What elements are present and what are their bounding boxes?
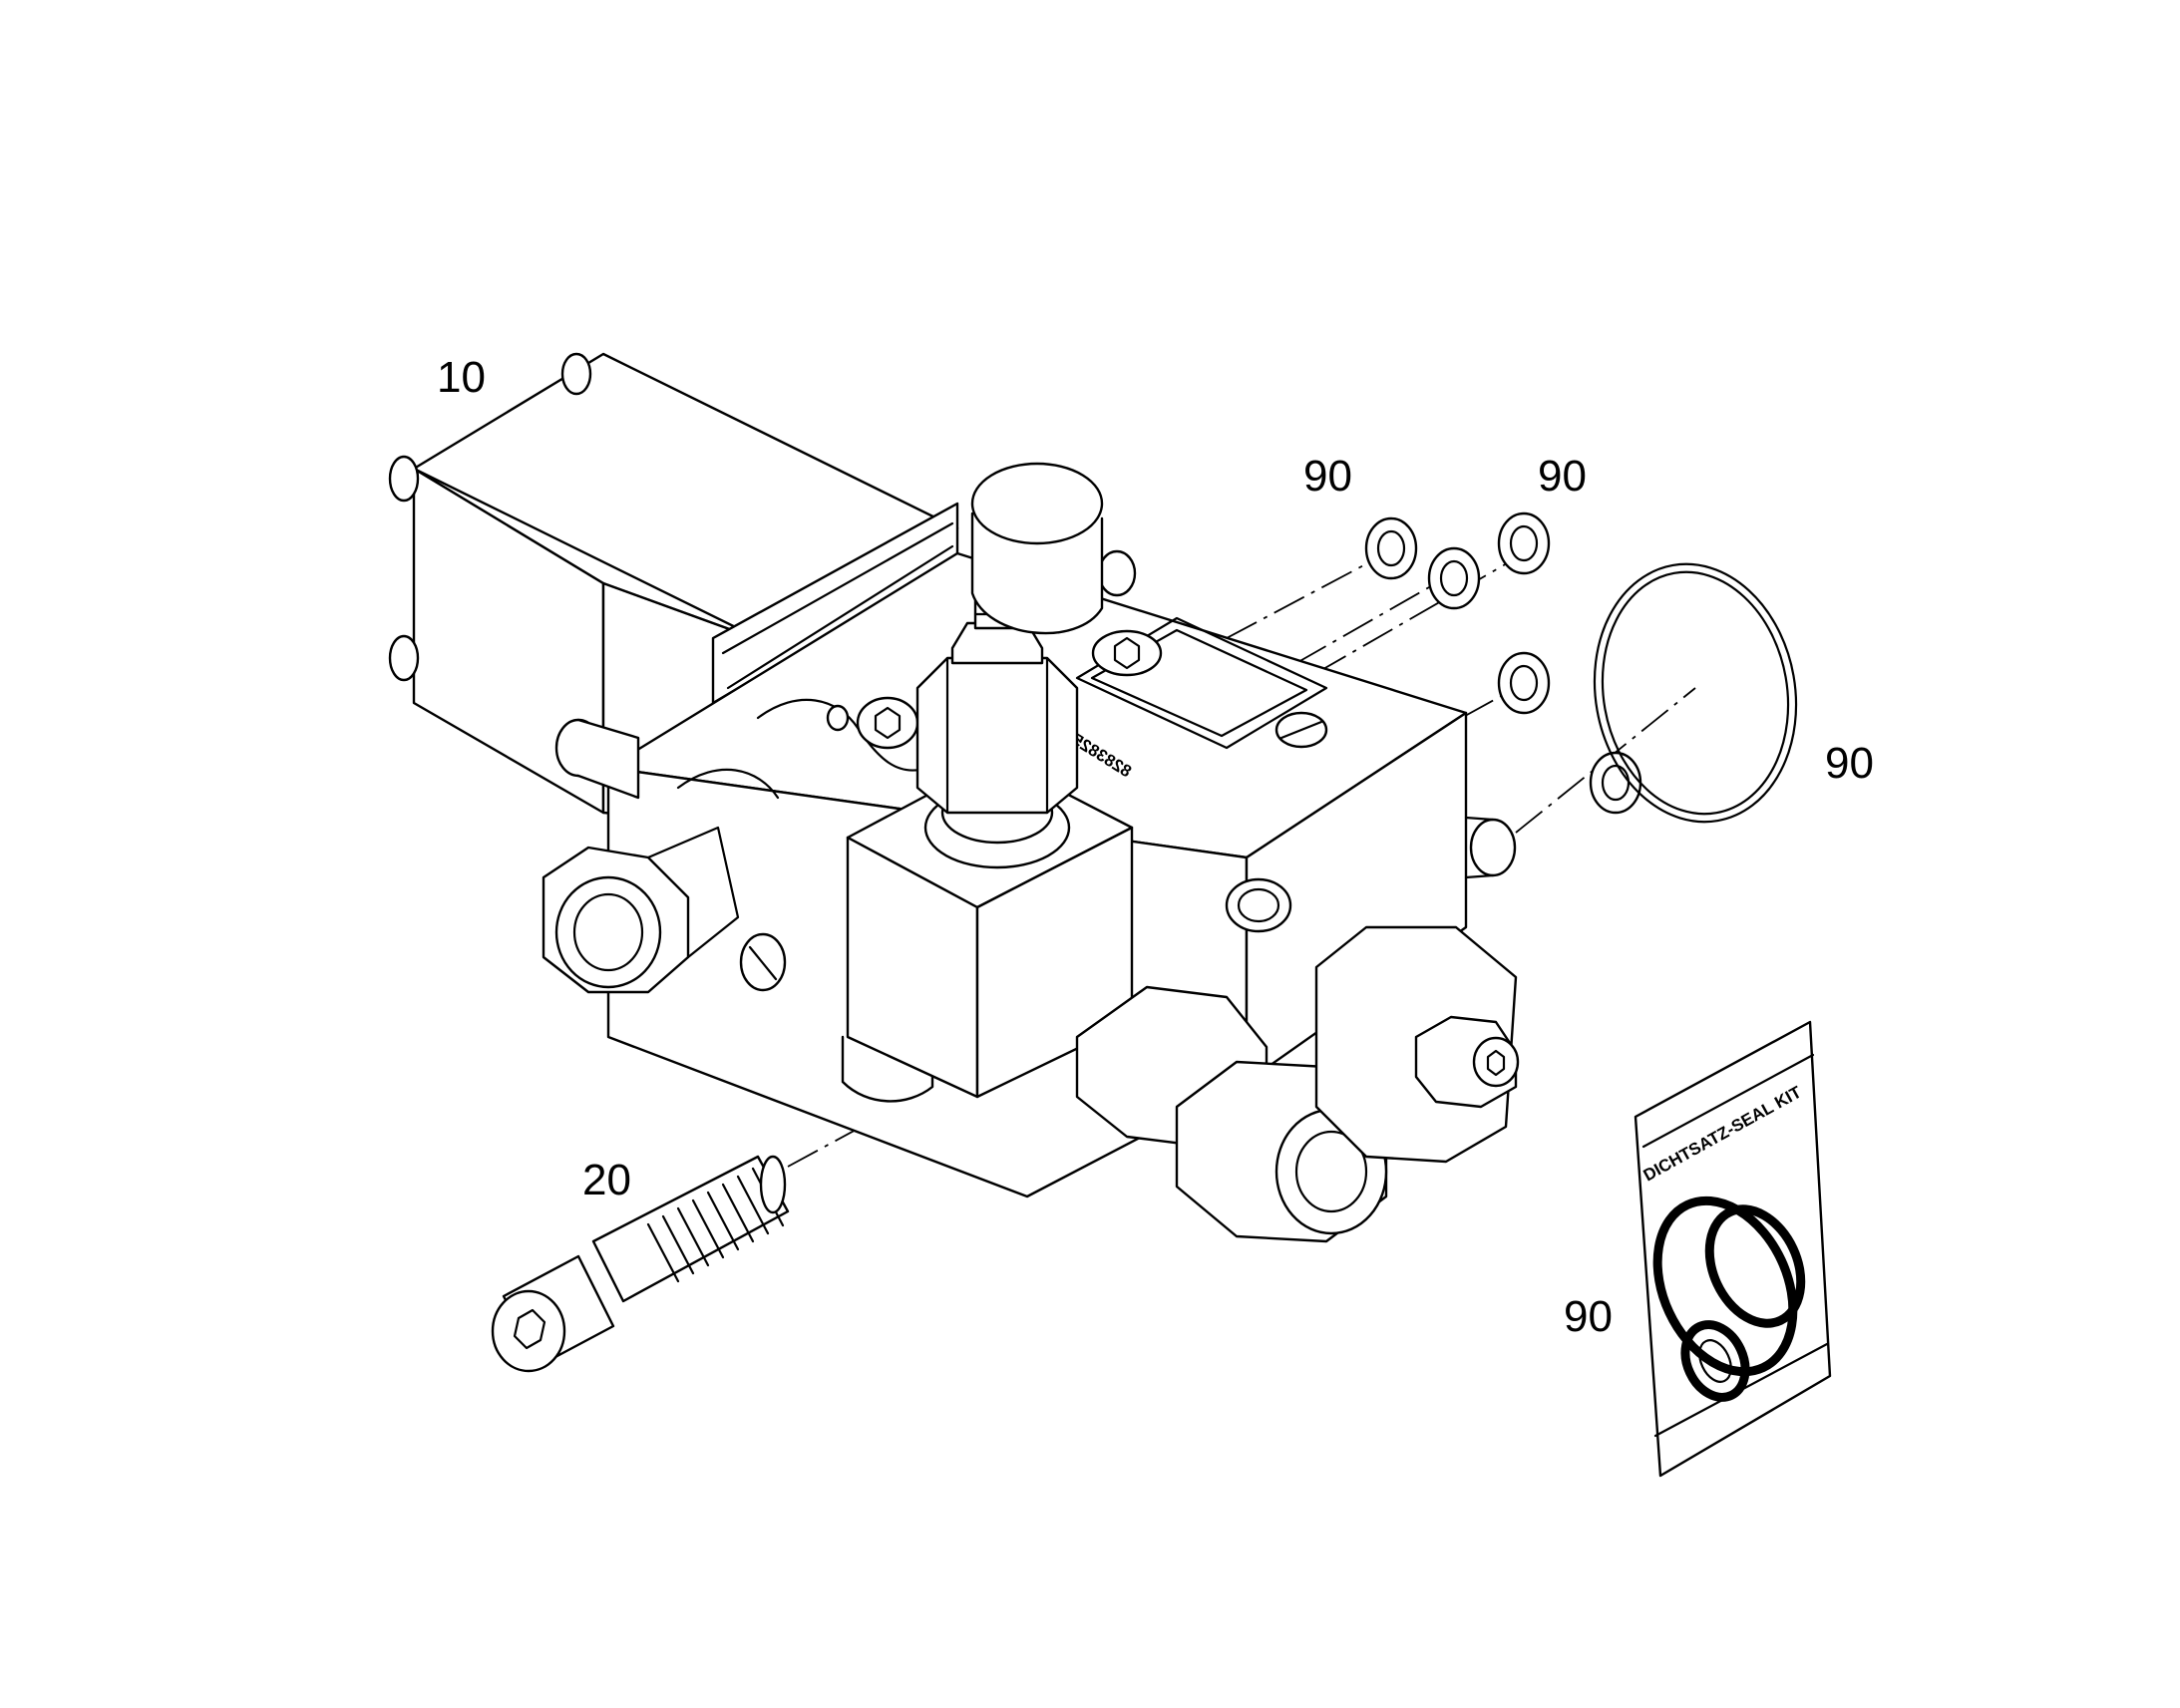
adjuster-block xyxy=(846,462,1134,1099)
callout-90-top-left: 90 xyxy=(1303,452,1352,501)
seal-kit-bag: DICHTSATZ-SEAL KIT xyxy=(1634,1020,1832,1478)
large-o-ring xyxy=(1593,562,1798,824)
socket-head-screw xyxy=(491,1155,790,1373)
solenoid-coil xyxy=(388,352,959,830)
callout-10: 10 xyxy=(437,353,486,402)
left-port-fitting xyxy=(542,718,740,994)
callout-90-o-ring: 90 xyxy=(1825,739,1874,788)
callout-90-top-right: 90 xyxy=(1538,452,1587,501)
seal-washers xyxy=(1364,512,1642,815)
callout-20: 20 xyxy=(582,1156,631,1204)
callout-90-seal-kit: 90 xyxy=(1564,1292,1613,1341)
right-port-fitting xyxy=(1314,925,1520,1164)
